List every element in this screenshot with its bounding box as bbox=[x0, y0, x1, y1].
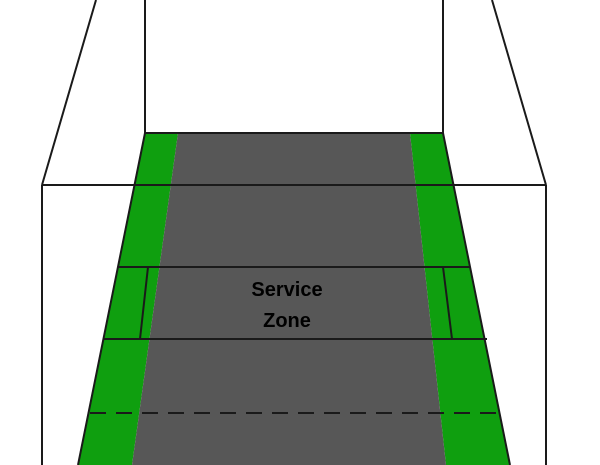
right-side-strip bbox=[410, 133, 510, 465]
service-box-right-line bbox=[442, 266, 453, 340]
left-side-strip bbox=[78, 133, 178, 465]
court-surface bbox=[132, 133, 446, 465]
right-side-wall-edge bbox=[491, 0, 547, 186]
service-zone-label-line2: Zone bbox=[263, 310, 311, 332]
left-side-wall-edge bbox=[41, 0, 97, 186]
service-zone-label-line1: Service bbox=[251, 279, 323, 301]
floor-right-edge bbox=[442, 132, 511, 465]
floor-left-edge bbox=[77, 132, 146, 465]
floor-outline bbox=[42, 132, 546, 465]
room-outline bbox=[41, 0, 547, 465]
service-box-left-line bbox=[139, 266, 149, 340]
